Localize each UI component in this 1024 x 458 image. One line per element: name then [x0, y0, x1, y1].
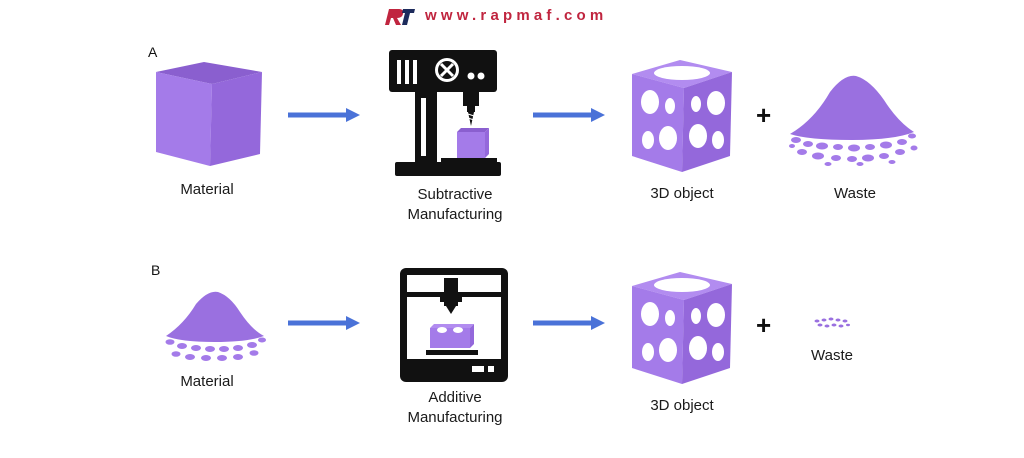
lattice-cube-object: [626, 58, 738, 176]
lattice-cube-object: [626, 270, 738, 388]
row-a-waste-label: Waste: [834, 185, 876, 202]
arrow-icon: [533, 316, 605, 330]
waste-pile-large: [784, 70, 920, 166]
rapmaf-logo-icon: [383, 7, 417, 27]
row-b-output-label: 3D object: [650, 397, 714, 414]
arrow-icon: [288, 316, 360, 330]
arrow-icon: [288, 108, 360, 122]
row-a-process-label-2: Manufacturing: [407, 206, 503, 223]
plus-sign: +: [756, 100, 772, 130]
drill-press-icon: [385, 48, 505, 178]
row-b-process-label-1: Additive: [428, 389, 482, 406]
row-b-letter: B: [151, 262, 161, 278]
row-a-material-label: Material: [180, 181, 234, 198]
row-a-output-label: 3D object: [650, 185, 714, 202]
material-cube: [152, 60, 268, 172]
row-b-process-label-2: Manufacturing: [407, 409, 503, 426]
3d-printer-icon: [398, 266, 510, 384]
material-powder-pile: [160, 286, 270, 366]
row-b-material-label: Material: [180, 373, 234, 390]
plus-sign: +: [756, 310, 772, 340]
arrow-icon: [533, 108, 605, 122]
row-a-process-label-1: Subtractive: [417, 186, 493, 203]
site-url[interactable]: www.rapmaf.com: [425, 7, 608, 24]
row-a-letter: A: [148, 44, 158, 60]
waste-pile-small: [812, 316, 852, 330]
row-b-waste-label: Waste: [811, 347, 853, 364]
